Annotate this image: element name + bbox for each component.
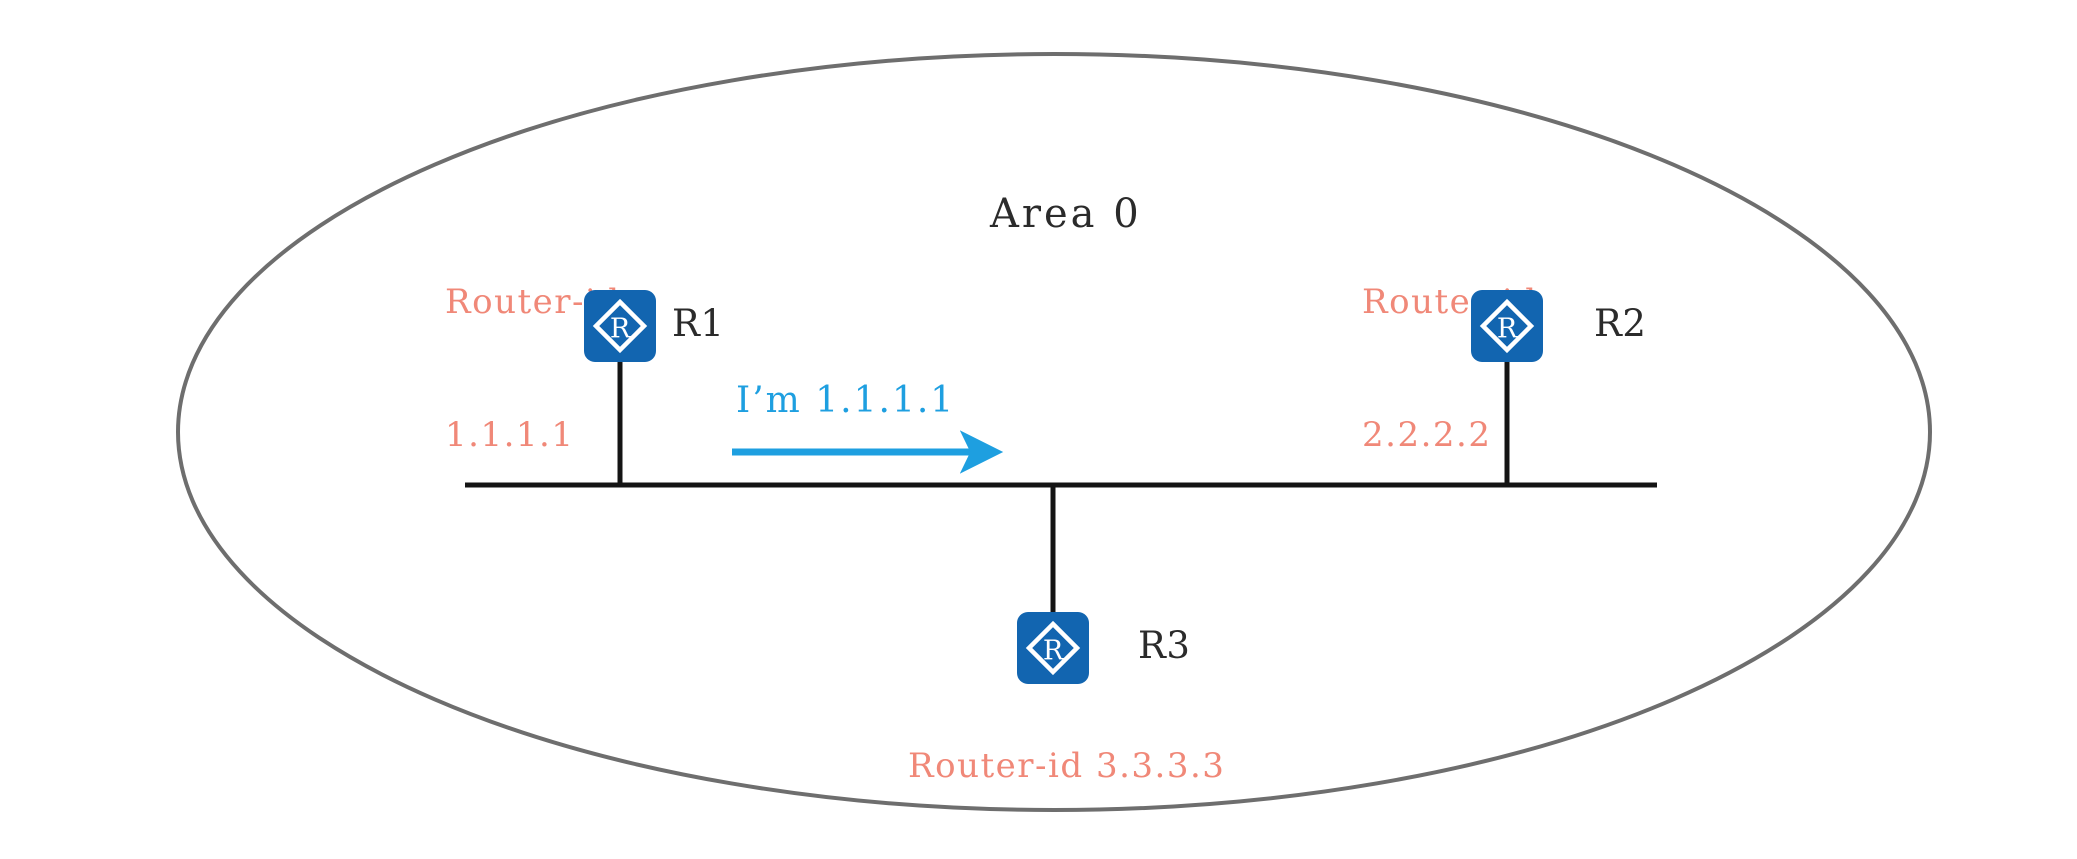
router-id-label-r3: Router-id 3.3.3.3 — [908, 746, 1226, 786]
router-id-label-r1-line2: 1.1.1.1 — [445, 414, 575, 455]
router-id-label-r1: Router-id 1.1.1.1 — [445, 192, 621, 546]
svg-text:R: R — [610, 314, 631, 345]
router-id-label-r2: Router-id 2.2.2.2 — [1362, 192, 1538, 546]
router-icon-r3[interactable]: R — [1017, 612, 1089, 684]
area-boundary-ellipse — [176, 52, 1932, 812]
router-id-label-r2-line2: 2.2.2.2 — [1362, 414, 1492, 455]
device-label-r2: R2 — [1594, 302, 1647, 345]
svg-text:R: R — [1497, 314, 1518, 345]
device-label-r1: R1 — [672, 302, 725, 345]
router-icon-r1[interactable]: R — [584, 290, 656, 362]
svg-text:R: R — [1043, 636, 1064, 667]
router-icon-r2[interactable]: R — [1471, 290, 1543, 362]
message-label: I’m 1.1.1.1 — [736, 380, 956, 421]
area-label: Area 0 — [990, 191, 1142, 237]
device-label-r3: R3 — [1138, 624, 1191, 667]
